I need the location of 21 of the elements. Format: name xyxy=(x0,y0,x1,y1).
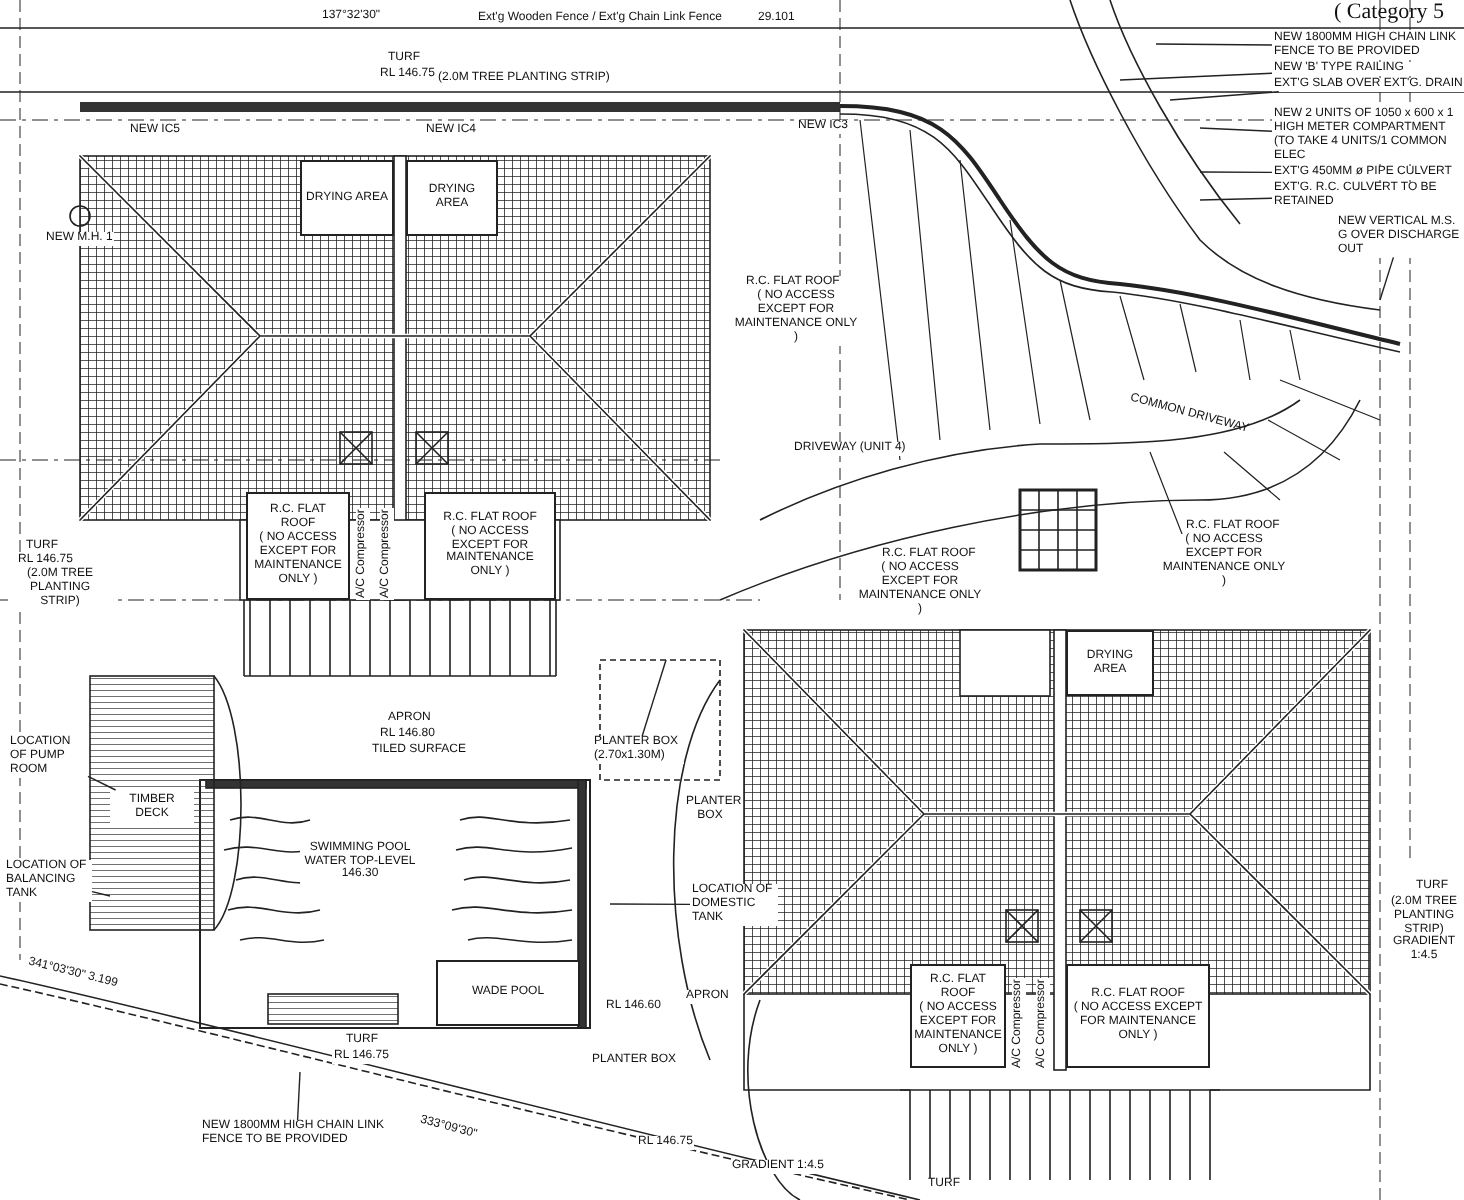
leader-line xyxy=(1199,171,1273,174)
roof-area xyxy=(300,160,394,236)
roof-area xyxy=(436,960,580,1026)
leader-line xyxy=(609,903,691,906)
leader-line xyxy=(1119,72,1273,81)
roof-area xyxy=(406,160,498,236)
leader-line xyxy=(1155,43,1273,46)
leader-line xyxy=(1199,197,1273,201)
leader-line xyxy=(91,890,111,897)
leader-line xyxy=(296,1071,301,1121)
leader-line xyxy=(1199,127,1273,132)
roof-area xyxy=(1066,964,1210,1068)
leader-line xyxy=(641,659,667,737)
roof-area xyxy=(1066,630,1154,696)
roof-area xyxy=(246,492,350,600)
leader-line xyxy=(1379,256,1395,301)
title-text: ( Category 5 xyxy=(1332,0,1446,26)
roof-area xyxy=(424,492,556,600)
roof-area xyxy=(910,964,1006,1068)
leader-line xyxy=(87,775,117,791)
leader-line xyxy=(1169,91,1280,101)
